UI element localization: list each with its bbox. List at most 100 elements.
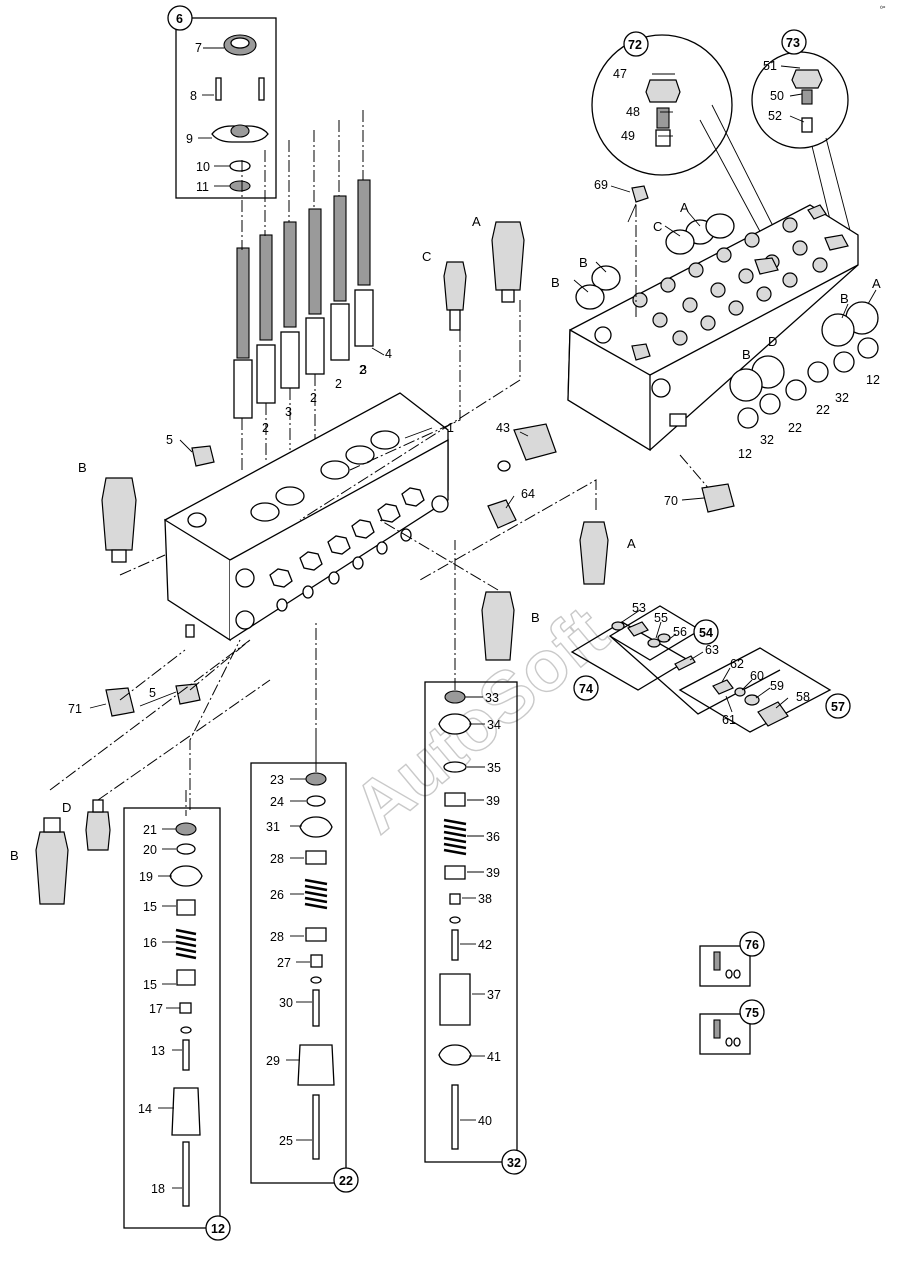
callout-26: 26 <box>270 888 284 902</box>
callout-16: 16 <box>143 936 157 950</box>
main-valve-body <box>119 392 449 642</box>
port-label-b: B <box>10 848 19 863</box>
callout-28: 28 <box>270 852 284 866</box>
callout-30: 30 <box>279 996 293 1010</box>
callout-12: 12 <box>738 447 752 461</box>
callout-72: 72 <box>628 38 642 52</box>
kit-icon-75 <box>699 1013 751 1055</box>
callout-12: 12 <box>211 1222 225 1236</box>
callout-15: 15 <box>143 978 157 992</box>
callout-63: 63 <box>705 643 719 657</box>
callout-32: 32 <box>760 433 774 447</box>
callout-2: 2 <box>310 391 317 405</box>
callout-23: 23 <box>270 773 284 787</box>
callout-27: 27 <box>277 956 291 970</box>
port-label-b: B <box>579 255 588 270</box>
detail-circle-73 <box>751 51 853 241</box>
callout-34: 34 <box>487 718 501 732</box>
callout-35: 35 <box>487 761 501 775</box>
section-22-box <box>250 740 347 1184</box>
callout-39: 39 <box>486 794 500 808</box>
callout-60: 60 <box>750 669 764 683</box>
callout-3: 3 <box>285 405 292 419</box>
port-label-c: C <box>653 219 662 234</box>
callout-42: 42 <box>478 938 492 952</box>
callout-3: 3 <box>360 363 367 377</box>
callout-39: 39 <box>486 866 500 880</box>
reference-circles <box>167 5 851 1241</box>
callout-38: 38 <box>478 892 492 906</box>
callout-2: 2 <box>359 363 366 377</box>
callout-18: 18 <box>151 1182 165 1196</box>
port-label-b: B <box>78 460 87 475</box>
callout-48: 48 <box>626 105 640 119</box>
callout-19: 19 <box>139 870 153 884</box>
callout-73: 73 <box>786 36 800 50</box>
callout-1: 1 <box>447 421 454 435</box>
callout-36: 36 <box>486 830 500 844</box>
port-label-d: D <box>62 800 71 815</box>
port-label-a: A <box>627 536 636 551</box>
callout-13: 13 <box>151 1044 165 1058</box>
callout-25: 25 <box>279 1134 293 1148</box>
port-label-b: B <box>840 291 849 306</box>
port-label-a: A <box>472 214 481 229</box>
port-letters: A A A A B B B B B B B C C D D <box>10 200 881 863</box>
callout-57: 57 <box>831 700 845 714</box>
loose-parts <box>35 221 609 905</box>
callout-71: 71 <box>68 702 82 716</box>
callout-64: 64 <box>521 487 535 501</box>
section-12-box <box>123 790 221 1229</box>
callout-20: 20 <box>143 843 157 857</box>
callout-29: 29 <box>266 1054 280 1068</box>
detail-circle-72 <box>591 34 781 251</box>
callout-14: 14 <box>138 1102 152 1116</box>
port-label-b: B <box>551 275 560 290</box>
section-32-box <box>424 681 518 1163</box>
callout-5: 5 <box>166 433 173 447</box>
callout-32: 32 <box>835 391 849 405</box>
callout-74: 74 <box>579 682 593 696</box>
callout-6: 6 <box>176 12 183 26</box>
port-label-d: D <box>768 334 777 349</box>
callout-9: 9 <box>186 132 193 146</box>
callout-31: 31 <box>266 820 280 834</box>
port-label-b: B <box>742 347 751 362</box>
leader-lines <box>89 47 877 1189</box>
callout-69: 69 <box>594 178 608 192</box>
callout-11: 11 <box>196 180 209 194</box>
port-label-b: B <box>531 610 540 625</box>
callout-70: 70 <box>664 494 678 508</box>
callout-15: 15 <box>143 900 157 914</box>
corner-mark: ⁰° <box>880 5 886 13</box>
callout-22: 22 <box>788 421 802 435</box>
callout-61: 61 <box>722 713 736 727</box>
callout-58: 58 <box>796 690 810 704</box>
callout-28: 28 <box>270 930 284 944</box>
callout-22: 22 <box>339 1174 353 1188</box>
callout-21: 21 <box>143 823 157 837</box>
callout-52: 52 <box>768 109 782 123</box>
callout-8: 8 <box>190 89 197 103</box>
callout-75: 75 <box>745 1006 759 1020</box>
callout-22: 22 <box>816 403 830 417</box>
callout-labels: 1 2 2 2 2 3 3 4 5 5 6 7 8 9 10 11 12 12 … <box>68 12 880 1236</box>
callout-24: 24 <box>270 795 284 809</box>
callout-12: 12 <box>866 373 880 387</box>
callout-62: 62 <box>730 657 744 671</box>
callout-54: 54 <box>699 626 713 640</box>
assembled-valve-block <box>567 185 879 513</box>
callout-47: 47 <box>613 67 627 81</box>
callout-4: 4 <box>385 347 392 361</box>
spool-stack <box>233 110 374 470</box>
kit-icon-76 <box>699 945 751 987</box>
callout-32: 32 <box>507 1156 521 1170</box>
kit-6-box <box>175 17 277 199</box>
callout-56: 56 <box>673 625 687 639</box>
watermark: AutoSoft <box>338 592 622 849</box>
callout-10: 10 <box>196 160 210 174</box>
callout-2: 2 <box>335 377 342 391</box>
callout-49: 49 <box>621 129 635 143</box>
callout-33: 33 <box>485 691 499 705</box>
